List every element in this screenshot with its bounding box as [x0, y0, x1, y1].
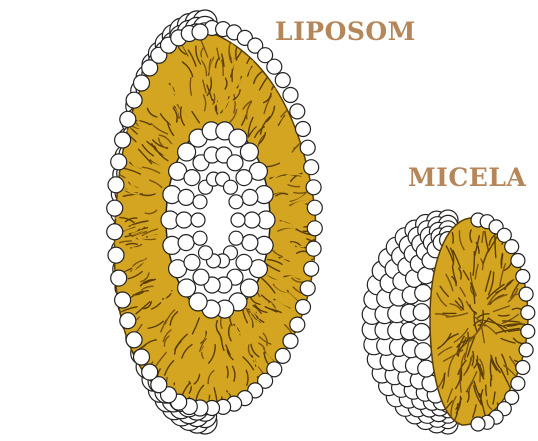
lipid-head	[134, 75, 150, 91]
lipid-head	[199, 246, 213, 260]
lipid-head	[107, 200, 123, 216]
lipid-head	[120, 111, 136, 127]
lipid-head	[227, 155, 243, 171]
lipid-head	[115, 132, 131, 148]
lipid-head	[193, 195, 207, 209]
lipid-tail	[522, 238, 524, 251]
lipid-head	[521, 324, 535, 338]
liposome-diagram	[102, 10, 330, 434]
lipid-head	[191, 213, 205, 227]
lipid-head	[178, 189, 194, 205]
micelle-label: MICELA	[408, 163, 526, 192]
lipid-head	[275, 73, 290, 88]
lipid-head	[519, 343, 533, 357]
lipid-head	[306, 241, 321, 256]
lipid-head	[304, 261, 319, 276]
lipid-head	[296, 122, 311, 137]
lipid-tail	[499, 315, 510, 316]
lipid-head	[242, 235, 258, 251]
lipid-tail	[232, 42, 233, 60]
lipid-head	[184, 170, 200, 186]
lipid-head	[115, 292, 131, 308]
lipid-head	[413, 304, 430, 321]
lipid-head	[275, 348, 290, 363]
lipid-head	[471, 417, 485, 431]
lipid-head	[306, 180, 321, 195]
lipid-head	[516, 270, 530, 284]
lipid-head	[229, 195, 243, 209]
lipid-head	[283, 334, 298, 349]
lipid-head	[283, 88, 298, 103]
lipid-head	[516, 361, 530, 375]
lipid-head	[415, 343, 432, 360]
liposome-inner-core	[161, 122, 275, 318]
lipid-head	[107, 224, 123, 240]
lipid-head	[300, 281, 315, 296]
lipid-head	[240, 143, 258, 161]
lipid-head	[290, 104, 305, 119]
lipid-head	[304, 160, 319, 175]
lipid-head	[511, 254, 525, 268]
lipid-head	[267, 59, 282, 74]
lipid-head	[142, 364, 158, 380]
lipid-tail	[486, 385, 487, 395]
lipid-head	[290, 317, 305, 332]
lipid-head	[231, 213, 245, 227]
lipid-head	[296, 300, 311, 315]
lipid-head	[415, 285, 432, 302]
lipid-head	[193, 231, 207, 245]
lipid-head	[126, 332, 142, 348]
lipid-head	[300, 140, 315, 155]
lipid-head	[413, 324, 430, 341]
lipid-head	[236, 170, 252, 186]
lipid-head	[519, 287, 533, 301]
lipid-head	[192, 24, 208, 40]
lipid-head	[176, 212, 192, 228]
lipid-head	[511, 377, 525, 391]
lipid-head	[224, 180, 238, 194]
lipid-head	[108, 177, 124, 193]
lipid-head	[111, 270, 127, 286]
lipid-tail	[205, 348, 206, 359]
lipid-head	[178, 279, 196, 297]
lipid-head	[244, 212, 260, 228]
lipid-head	[134, 349, 150, 365]
lipid-head	[108, 247, 124, 263]
lipid-head	[126, 92, 142, 108]
lipid-head	[242, 189, 258, 205]
lipid-head	[236, 254, 252, 270]
lipid-head	[505, 240, 519, 254]
lipid-head	[120, 313, 136, 329]
micelle-diagram	[362, 210, 535, 434]
lipid-head	[193, 269, 209, 285]
lipid-head	[307, 200, 322, 215]
lipid-head	[229, 231, 243, 245]
lipid-head	[184, 254, 200, 270]
liposome-label: LIPOSOM	[275, 17, 416, 46]
lipid-head	[178, 235, 194, 251]
lipid-head	[111, 154, 127, 170]
lipid-head	[307, 221, 322, 236]
lipid-head	[521, 306, 535, 320]
